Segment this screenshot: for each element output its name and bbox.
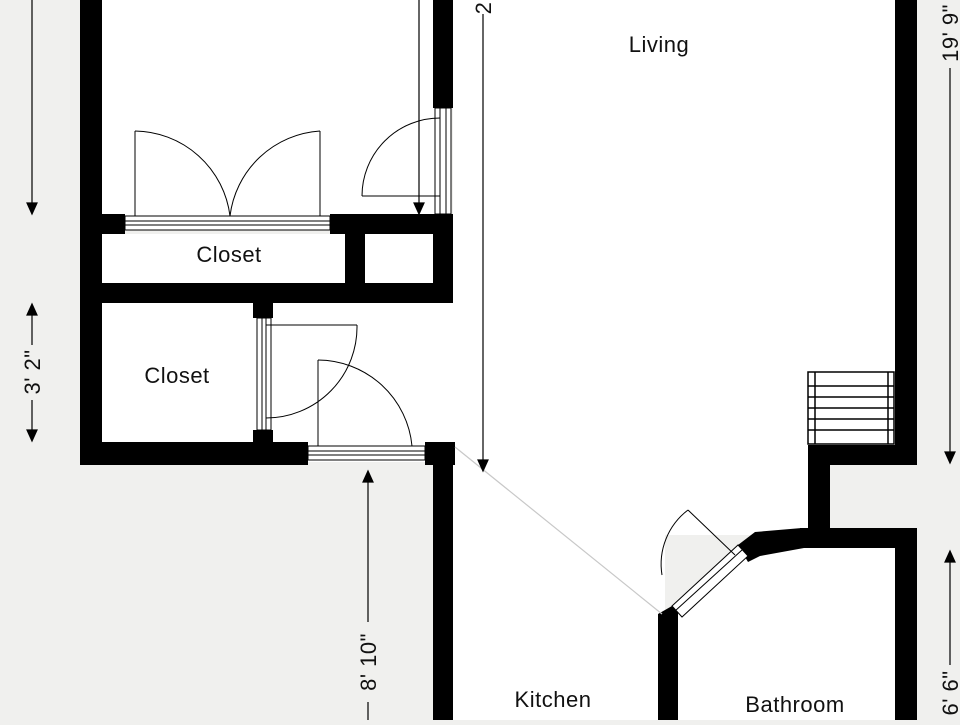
door-frame xyxy=(671,544,749,618)
dim-label-hallway: 8' 10" xyxy=(356,633,381,691)
dim-label-background xyxy=(474,0,494,14)
door-swing-right xyxy=(229,130,321,217)
dimension-labels: 2 3' 2" 8' 10" 19' 9" 6' 6" xyxy=(20,0,960,716)
door-leaf xyxy=(687,509,736,556)
bedroom-door xyxy=(361,107,452,215)
dim-label-bathroom-height: 6' 6" xyxy=(938,670,960,715)
doors xyxy=(124,107,749,618)
dim-bedroom-inner xyxy=(413,0,425,216)
door-swing-left xyxy=(134,130,231,217)
closet-upper-floor xyxy=(100,234,345,284)
wall-lower-closet-door-bottom xyxy=(253,430,273,444)
wall-stair-bottom xyxy=(808,445,917,465)
bathroom-door xyxy=(660,509,749,618)
wall-kitchen-bath-divider xyxy=(658,606,678,720)
living-floor xyxy=(453,0,898,445)
dim-top-left xyxy=(26,0,38,216)
wall-bathroom-top xyxy=(800,528,917,548)
door-frame xyxy=(307,445,426,461)
wall-bedroom-right xyxy=(433,0,453,108)
door-frame xyxy=(256,317,272,431)
door-swing xyxy=(265,324,358,419)
closet-lower-floor xyxy=(100,302,265,442)
door-frame xyxy=(434,107,452,215)
room-label-closet-upper: Closet xyxy=(196,242,261,267)
wall-small-closet-left xyxy=(345,214,365,300)
room-label-living: Living xyxy=(629,32,689,57)
dim-label-closet: 3' 2" xyxy=(20,349,45,394)
lower-closet-door xyxy=(256,317,358,431)
dim-bathroom-right xyxy=(944,549,956,665)
dim-label-living-top: 2 xyxy=(471,2,496,15)
wall-lower-closet-door-top xyxy=(253,300,273,318)
dim-living-top xyxy=(477,10,489,473)
dim-label-living-height: 19' 9" xyxy=(938,4,960,62)
wall-kitchen-left xyxy=(433,445,453,720)
dim-hallway xyxy=(362,469,374,720)
small-closet-floor xyxy=(365,234,435,284)
wall-living-right xyxy=(895,0,917,465)
bathroom-floor xyxy=(675,545,898,720)
floor-areas xyxy=(100,0,898,720)
wall-bathroom-right xyxy=(895,528,917,720)
dim-closet-left xyxy=(26,302,38,443)
wall-left-outer xyxy=(80,0,102,465)
room-label-kitchen: Kitchen xyxy=(515,687,592,712)
dimension-lines xyxy=(26,0,956,720)
hall-floor xyxy=(265,302,453,462)
kitchen-opening-line xyxy=(454,446,663,615)
dim-living-right xyxy=(944,68,956,465)
double-door-closet xyxy=(124,130,331,231)
room-labels: Living Closet Closet Kitchen Bathroom xyxy=(144,32,844,717)
wall-bottom-closet xyxy=(80,442,308,465)
upper-bedroom-floor xyxy=(100,0,435,216)
room-label-bathroom: Bathroom xyxy=(745,692,844,717)
door-swing xyxy=(317,359,413,447)
wall-bathroom-angled xyxy=(738,528,804,562)
walls xyxy=(80,0,917,720)
wall-closet-bottom xyxy=(100,283,453,303)
wall-closet-top-left xyxy=(100,214,125,234)
kitchen-floor xyxy=(453,460,665,720)
wall-small-closet-right xyxy=(433,214,453,300)
room-label-closet-lower: Closet xyxy=(144,363,209,388)
door-frame xyxy=(124,215,331,231)
wall-stair-stub xyxy=(808,445,830,530)
hall-door xyxy=(307,359,426,461)
stairs xyxy=(807,371,895,445)
door-swing xyxy=(361,117,441,197)
door-swing xyxy=(660,509,689,576)
